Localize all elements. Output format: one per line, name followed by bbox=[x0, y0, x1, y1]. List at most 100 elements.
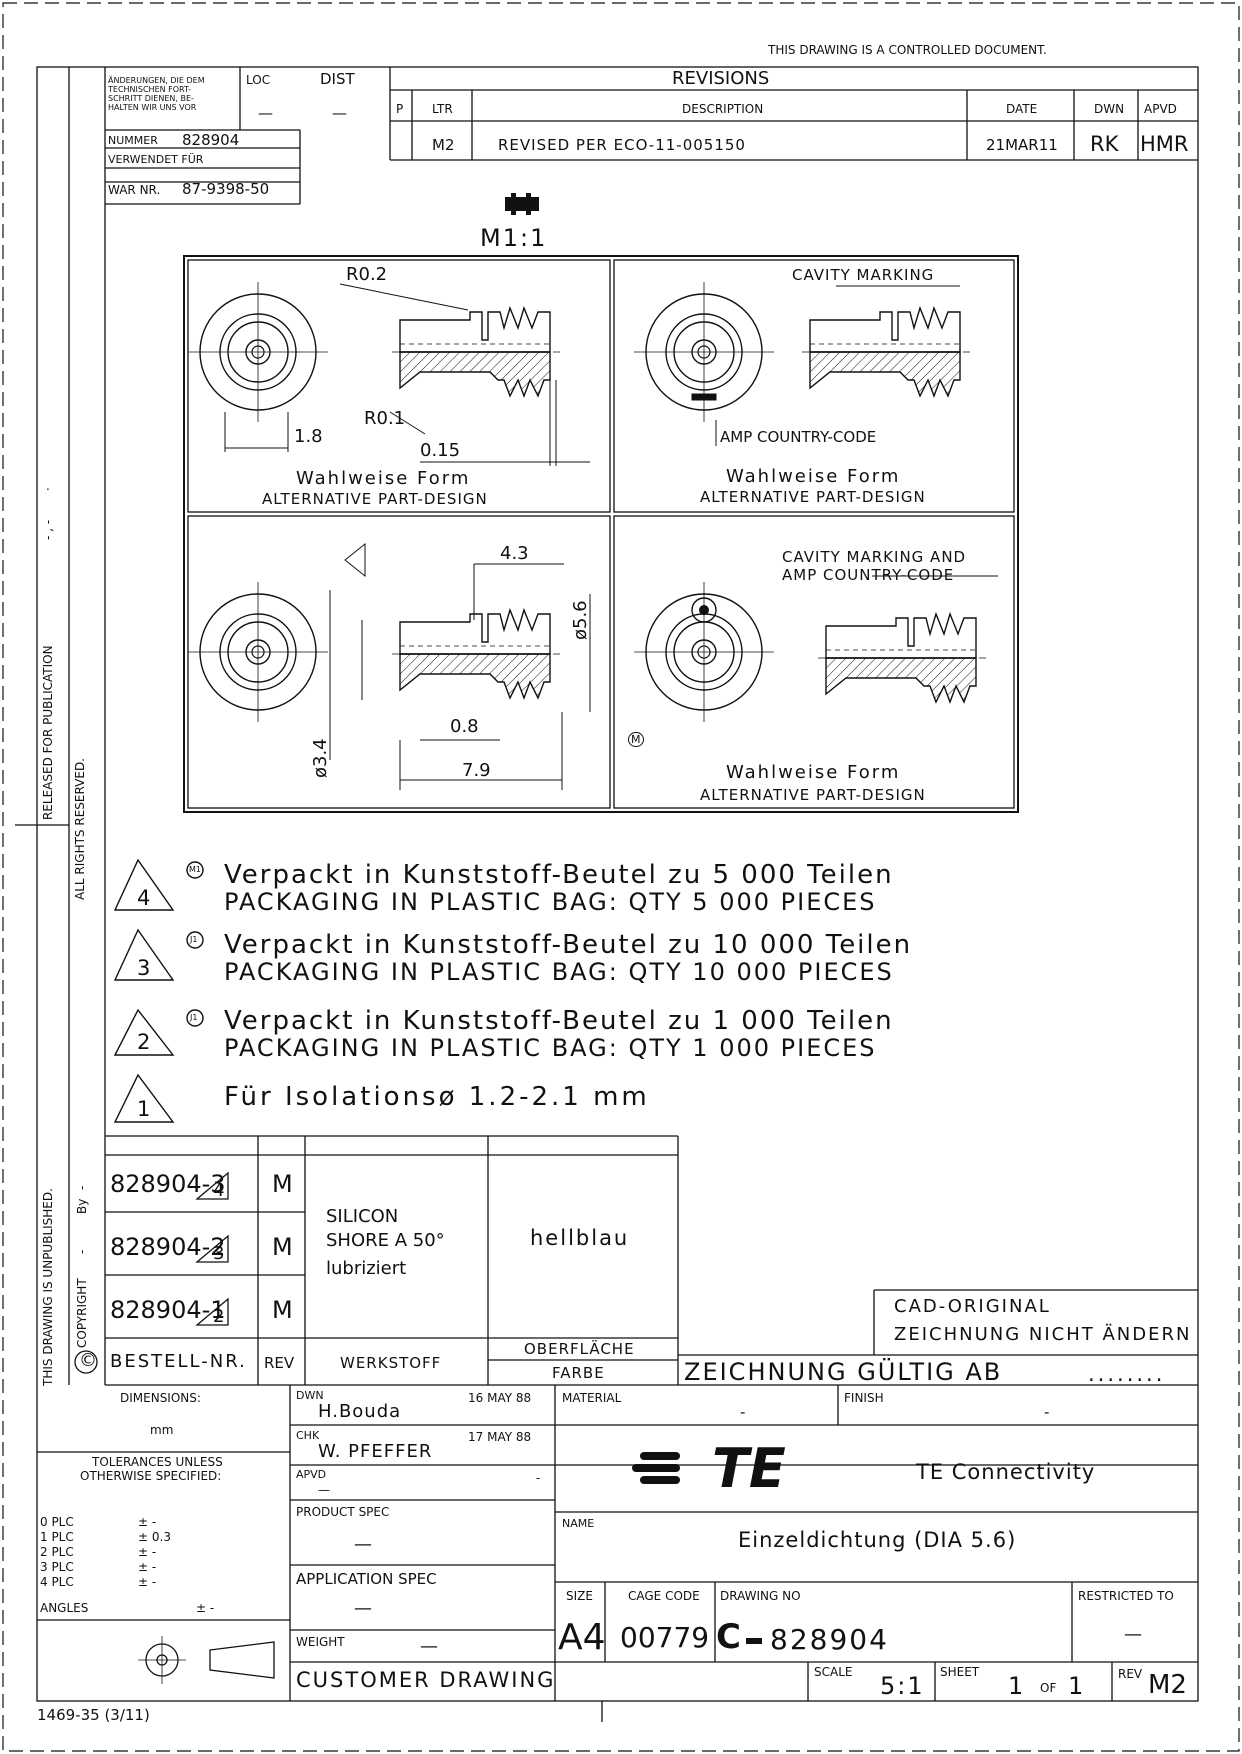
part-number: 828904-3 bbox=[110, 1170, 226, 1198]
material-line: SILICON bbox=[326, 1206, 399, 1227]
tolerances-line: TOLERANCES UNLESS bbox=[92, 1455, 223, 1469]
plc-value: ± - bbox=[138, 1575, 157, 1589]
side-dash: - , - bbox=[41, 519, 55, 540]
part-number: 828904-2 bbox=[110, 1233, 226, 1261]
copyright-symbol: © bbox=[79, 1350, 97, 1371]
material-label: MATERIAL bbox=[562, 1391, 622, 1405]
col-rev: REV bbox=[264, 1354, 295, 1372]
dwn-name: H.Bouda bbox=[318, 1401, 402, 1422]
rev-dwn: RK bbox=[1090, 132, 1119, 156]
radius-label: R0.1 bbox=[364, 408, 406, 429]
material-line: lubriziert bbox=[326, 1258, 407, 1279]
application-spec-label: APPLICATION SPEC bbox=[296, 1570, 437, 1588]
note-symbol: J1 bbox=[190, 1013, 198, 1022]
of-label: OF bbox=[1040, 1681, 1057, 1695]
plc-value: ± - bbox=[138, 1560, 157, 1574]
note-en: PACKAGING IN PLASTIC BAG: QTY 1 000 PIEC… bbox=[224, 1034, 877, 1062]
view-caption-de: Wahlweise Form bbox=[726, 762, 901, 783]
sheet-value: 1 bbox=[1008, 1672, 1024, 1700]
part-rev: M bbox=[272, 1296, 293, 1324]
plc-value: ± - bbox=[138, 1545, 157, 1559]
note-number: 4 bbox=[137, 886, 151, 910]
size-value: A4 bbox=[558, 1617, 606, 1658]
col-farbe: FARBE bbox=[552, 1364, 605, 1382]
note-de: Verpackt in Kunststoff-Beutel zu 5 000 T… bbox=[224, 860, 894, 890]
dist-value: — bbox=[332, 104, 347, 122]
cad-no-change: ZEICHNUNG NICHT ÄNDERN bbox=[894, 1324, 1192, 1345]
unpublished-note: THIS DRAWING IS UNPUBLISHED. bbox=[41, 1188, 55, 1386]
col-oberflaeche: OBERFLÄCHE bbox=[524, 1340, 635, 1358]
note-number: 2 bbox=[137, 1030, 151, 1054]
cage-code-value: 00779 bbox=[620, 1621, 710, 1654]
loc-label: LOC bbox=[246, 73, 271, 87]
cavity-marking-note: CAVITY MARKING bbox=[792, 266, 935, 284]
drawing-prefix-bar bbox=[746, 1638, 762, 1644]
plc-label: 2 PLC bbox=[40, 1545, 74, 1559]
drawing-prefix: C bbox=[716, 1617, 741, 1657]
note-symbol: M1 bbox=[189, 865, 201, 874]
size-label: SIZE bbox=[566, 1589, 593, 1603]
of-value: 1 bbox=[1068, 1672, 1084, 1700]
rev-label: REV bbox=[1118, 1667, 1143, 1681]
dimensions-label: DIMENSIONS: bbox=[120, 1391, 201, 1405]
material-line: SHORE A 50° bbox=[326, 1230, 445, 1251]
apvd-label: APVD bbox=[296, 1468, 327, 1481]
change-note: ÄNDERUNGEN, DIE DEM TECHNISCHEN FORT- SC… bbox=[108, 76, 238, 112]
rev-ltr: M2 bbox=[432, 136, 455, 154]
rev-date: 21MAR11 bbox=[986, 136, 1058, 154]
by-label: By bbox=[75, 1198, 89, 1214]
rev-col-date: DATE bbox=[1006, 102, 1038, 116]
restricted-value: — bbox=[1124, 1624, 1142, 1645]
product-spec-label: PRODUCT SPEC bbox=[296, 1505, 390, 1519]
part-rev: M bbox=[272, 1170, 293, 1198]
company-name: TE Connectivity bbox=[916, 1460, 1096, 1484]
rev-col-dwn: DWN bbox=[1094, 102, 1125, 116]
view-caption-en: ALTERNATIVE PART-DESIGN bbox=[700, 488, 926, 506]
dwn-label: DWN bbox=[296, 1389, 324, 1402]
note-number: 3 bbox=[137, 956, 151, 980]
rev-col-apvd: APVD bbox=[1144, 102, 1177, 116]
plc-value: ± - bbox=[138, 1515, 157, 1529]
angles-value: ± - bbox=[196, 1601, 215, 1615]
all-rights-reserved: ALL RIGHTS RESERVED. bbox=[73, 757, 87, 900]
country-code-note: AMP COUNTRY-CODE bbox=[720, 428, 877, 446]
dim-label: 0.8 bbox=[450, 716, 479, 737]
chk-name: W. PFEFFER bbox=[318, 1441, 433, 1462]
note-de: Für Isolationsø 1.2-2.1 mm bbox=[224, 1082, 650, 1112]
dim-label: 1.8 bbox=[294, 426, 323, 447]
finish-value: - bbox=[1044, 1403, 1050, 1421]
cage-code-label: CAGE CODE bbox=[628, 1589, 700, 1603]
valid-from-label: ZEICHNUNG GÜLTIG AB bbox=[684, 1358, 1003, 1386]
plc-value: ± 0.3 bbox=[138, 1530, 171, 1544]
rev-col-ltr: LTR bbox=[432, 102, 453, 116]
rev-col-p: P bbox=[396, 102, 404, 116]
cavity-marking-note: CAVITY MARKING AND bbox=[782, 548, 967, 566]
dim-label: 4.3 bbox=[500, 543, 529, 564]
side-dash: - bbox=[75, 1185, 89, 1190]
angles-label: ANGLES bbox=[40, 1601, 89, 1615]
name-label: NAME bbox=[562, 1517, 595, 1530]
form-number: 1469-35 (3/11) bbox=[37, 1706, 150, 1724]
weight-label: WEIGHT bbox=[296, 1635, 345, 1649]
cad-original: CAD-ORIGINAL bbox=[894, 1296, 1051, 1317]
chk-date: 17 MAY 88 bbox=[468, 1430, 532, 1444]
rev-col-desc: DESCRIPTION bbox=[682, 102, 764, 116]
material-value: - bbox=[740, 1403, 746, 1421]
product-spec-value: — bbox=[354, 1534, 372, 1555]
loc-value: — bbox=[258, 104, 273, 122]
surface-color: hellblau bbox=[530, 1226, 630, 1250]
note-en: PACKAGING IN PLASTIC BAG: QTY 5 000 PIEC… bbox=[224, 888, 877, 916]
side-dot: . bbox=[46, 479, 50, 493]
col-bestell: BESTELL-NR. bbox=[110, 1351, 247, 1372]
copyright-label: COPYRIGHT bbox=[75, 1278, 89, 1348]
country-code-note: AMP COUNTRY-CODE bbox=[782, 566, 955, 584]
radius-label: R0.2 bbox=[346, 264, 388, 285]
change-note-line: SCHRITT DIENEN, BE- bbox=[108, 94, 194, 103]
war-label: WAR NR. bbox=[108, 183, 161, 197]
scale-value: 5:1 bbox=[880, 1672, 925, 1700]
note-en: PACKAGING IN PLASTIC BAG: QTY 10 000 PIE… bbox=[224, 958, 894, 986]
tolerances-line: OTHERWISE SPECIFIED: bbox=[80, 1469, 222, 1483]
part-number: 828904-1 bbox=[110, 1296, 226, 1324]
application-spec-value: — bbox=[354, 1598, 372, 1619]
dwn-date: 16 MAY 88 bbox=[468, 1391, 532, 1405]
